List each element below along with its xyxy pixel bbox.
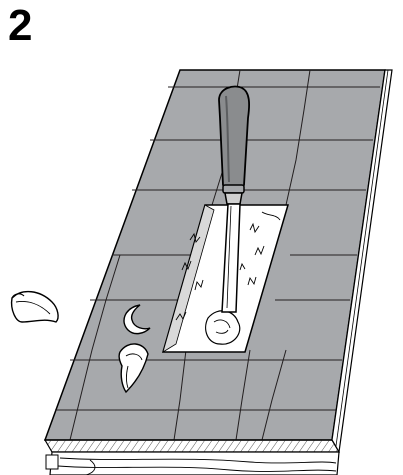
- chisel-illustration: [0, 0, 403, 475]
